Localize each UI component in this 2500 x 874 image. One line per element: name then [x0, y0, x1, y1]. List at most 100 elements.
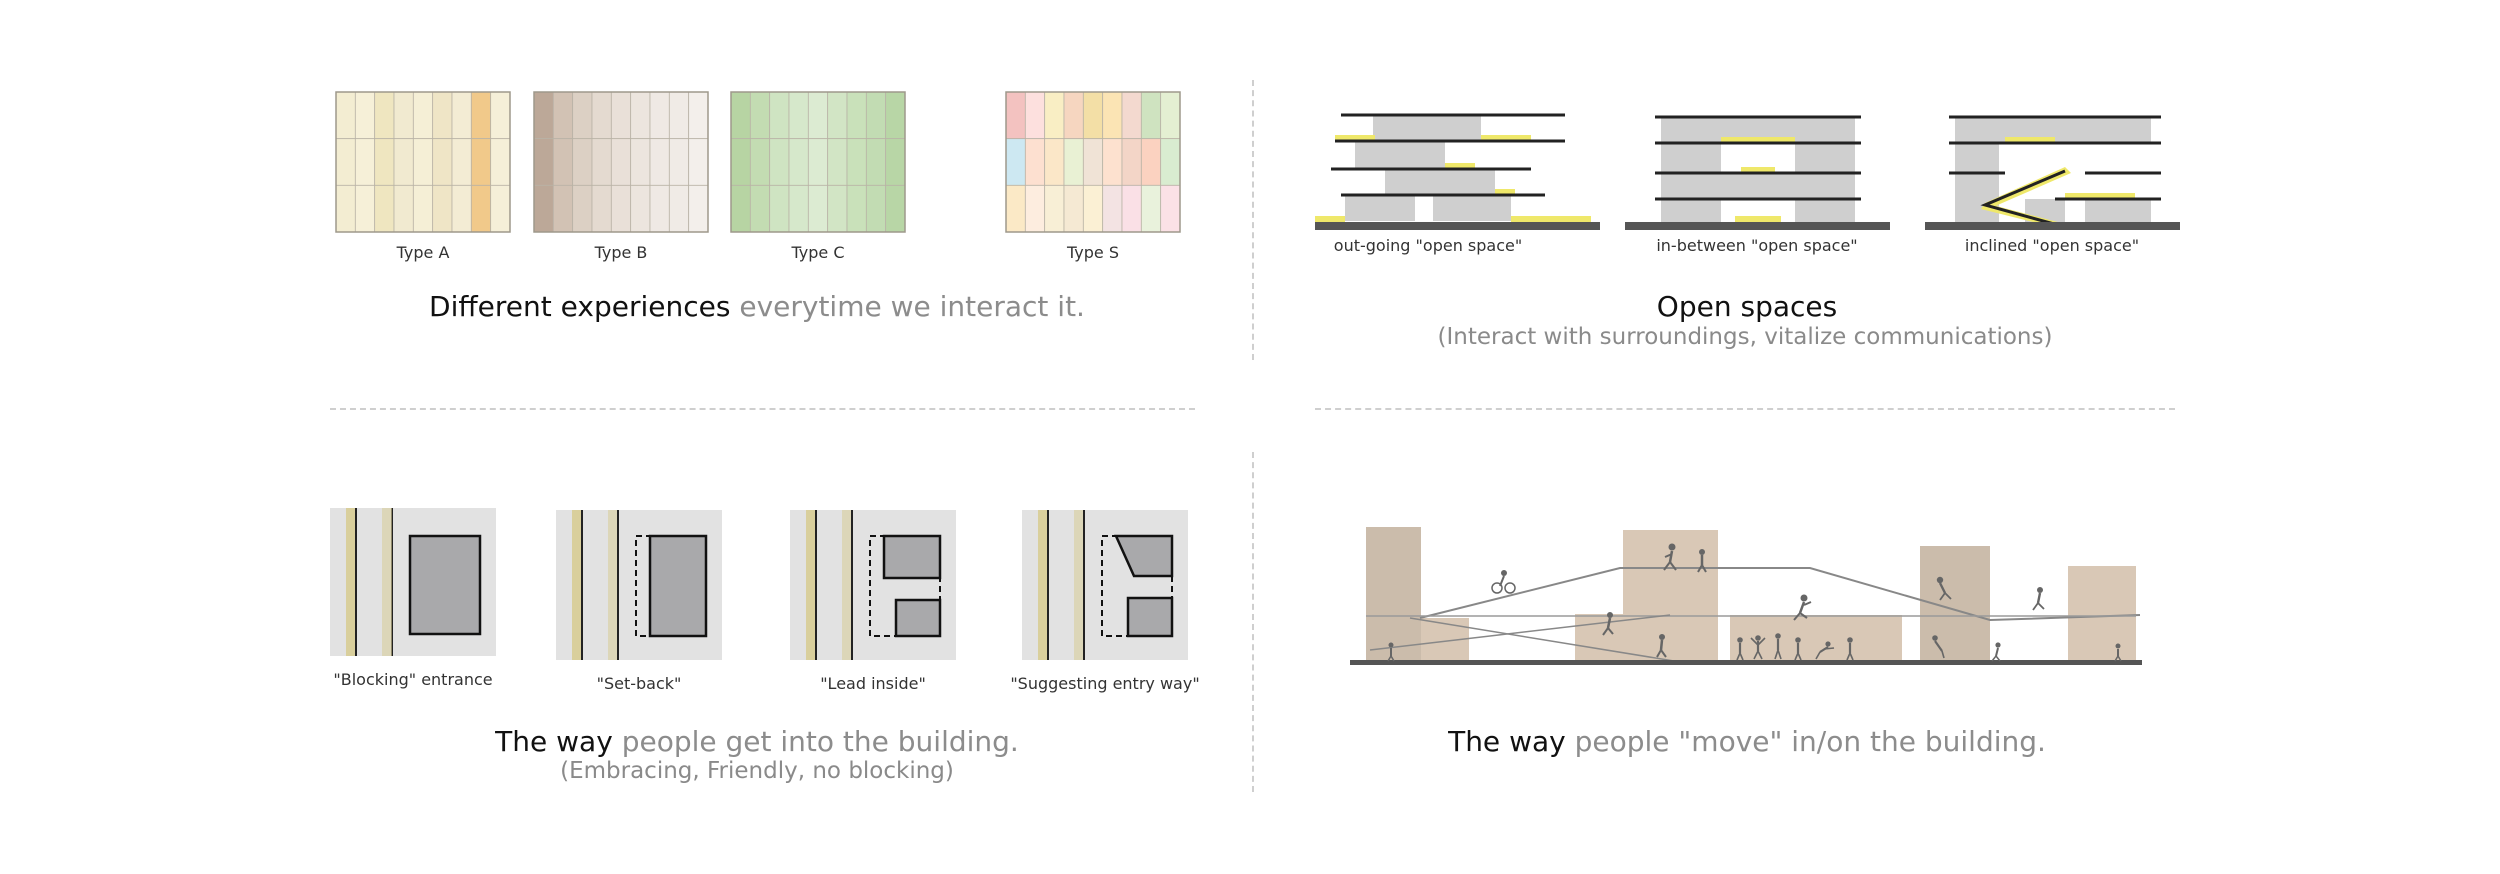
- swatch-cell: [1102, 184, 1123, 233]
- swatch-cell: [788, 138, 809, 186]
- swatch-cell: [354, 91, 376, 140]
- swatch-cell: [649, 184, 670, 233]
- in-between-open-space-diagram: [1625, 115, 1890, 230]
- swatch-cell: [490, 91, 511, 140]
- person-figure-icon: [2032, 587, 2045, 611]
- swatch-cell: [451, 91, 472, 140]
- swatch-cell: [432, 184, 453, 233]
- swatch-cell: [335, 184, 356, 233]
- swatch-cell: [591, 138, 612, 186]
- lead-inside-caption: "Lead inside": [820, 674, 926, 693]
- swatch-cell: [591, 91, 612, 140]
- swatch-cell: [730, 138, 751, 186]
- swatch-cell: [788, 184, 809, 233]
- person-figure-icon: [1936, 576, 1952, 601]
- entry-subheading: (Embracing, Friendly, no blocking): [560, 758, 954, 784]
- movement-heading-light: people "move" in/on the building.: [1574, 725, 2046, 758]
- swatch-cell: [749, 91, 771, 140]
- vertical-divider-bottom: [1252, 452, 1254, 792]
- swatch-cell: [552, 91, 574, 140]
- swatch-cell: [807, 184, 829, 233]
- type-a-label: Type A: [396, 243, 450, 262]
- facade-type-s-swatch: [1005, 91, 1181, 233]
- swatch-cell: [630, 138, 651, 186]
- swatch-cell: [412, 184, 434, 233]
- swatch-cell: [432, 91, 453, 140]
- swatch-cell: [354, 138, 376, 186]
- swatch-cell: [668, 138, 690, 186]
- swatch-cell: [470, 184, 492, 233]
- inclined-caption: inclined "open space": [1964, 236, 2140, 255]
- swatch-cell: [649, 138, 670, 186]
- swatch-frame: [335, 91, 511, 233]
- person-figure-icon: [1663, 543, 1677, 571]
- swatch-cell: [1005, 184, 1026, 233]
- swatch-cell: [1140, 138, 1162, 186]
- swatch-cell: [490, 184, 511, 233]
- swatch-cell: [393, 184, 414, 233]
- out-going-caption: out-going "open space": [1333, 236, 1523, 255]
- swatch-cell: [630, 91, 651, 140]
- swatch-cell: [490, 138, 511, 186]
- horizontal-divider-left: [330, 408, 1195, 410]
- swatch-cell: [885, 91, 906, 140]
- swatch-cell: [610, 184, 632, 233]
- swatch-cell: [1160, 91, 1181, 140]
- swatch-cell: [1063, 91, 1084, 140]
- swatch-cell: [572, 184, 593, 233]
- swatch-cell: [827, 138, 848, 186]
- swatch-cell: [1121, 91, 1142, 140]
- swatch-cell: [1024, 91, 1046, 140]
- swatch-cell: [412, 91, 434, 140]
- swatch-cell: [865, 138, 887, 186]
- swatch-frame: [730, 91, 906, 233]
- person-figure-icon: [1750, 635, 1766, 660]
- swatch-cell: [769, 184, 790, 233]
- cyclist-icon: [1491, 570, 1516, 594]
- swatch-cell: [393, 91, 414, 140]
- blocking-entrance-diagram: [330, 508, 496, 656]
- swatch-cell: [1044, 138, 1065, 186]
- swatch-cell: [412, 138, 434, 186]
- experiences-heading-light: everytime we interact it.: [739, 290, 1085, 323]
- swatch-frame: [533, 91, 709, 233]
- swatch-cell: [827, 91, 848, 140]
- person-figure-icon: [1697, 549, 1707, 573]
- swatch-cell: [788, 91, 809, 140]
- open-spaces-subheading: (Interact with surroundings, vitalize co…: [1437, 324, 2053, 350]
- person-figure-icon: [1774, 633, 1782, 660]
- inclined-open-space-diagram: [1925, 115, 2180, 230]
- swatch-cell: [1121, 138, 1142, 186]
- facade-type-b-swatch: [533, 91, 709, 233]
- open-spaces-heading: Open spaces: [1656, 290, 1838, 323]
- set-back-caption: "Set-back": [596, 674, 682, 693]
- swatch-cell: [572, 138, 593, 186]
- swatch-cell: [1044, 184, 1065, 233]
- swatch-cell: [335, 91, 356, 140]
- swatch-cell: [1044, 91, 1065, 140]
- entry-heading-light: people get into the building.: [621, 725, 1019, 758]
- swatch-cell: [1082, 184, 1104, 233]
- person-figure-icon: [1815, 641, 1835, 660]
- swatch-cell: [1160, 184, 1181, 233]
- set-back-diagram: [556, 510, 722, 660]
- swatch-cell: [1024, 138, 1046, 186]
- swatch-cell: [649, 91, 670, 140]
- suggesting-entry-way-caption: "Suggesting entry way": [1010, 674, 1200, 693]
- entry-heading-bold: The way: [495, 725, 613, 758]
- swatch-cell: [1063, 138, 1084, 186]
- person-figure-icon: [1736, 637, 1744, 661]
- person-figure-icon: [1991, 642, 2001, 662]
- swatch-cell: [846, 184, 867, 233]
- type-c-label: Type C: [791, 243, 845, 262]
- swatch-cell: [668, 184, 690, 233]
- swatch-cell: [1005, 138, 1026, 186]
- swatch-cell: [730, 91, 751, 140]
- movement-heading-bold: The way: [1448, 725, 1566, 758]
- swatch-frame: [1005, 91, 1181, 233]
- swatch-cell: [470, 91, 492, 140]
- out-going-open-space-diagram: [1315, 113, 1600, 230]
- swatch-cell: [730, 184, 751, 233]
- swatch-cell: [807, 138, 829, 186]
- swatch-cell: [451, 184, 472, 233]
